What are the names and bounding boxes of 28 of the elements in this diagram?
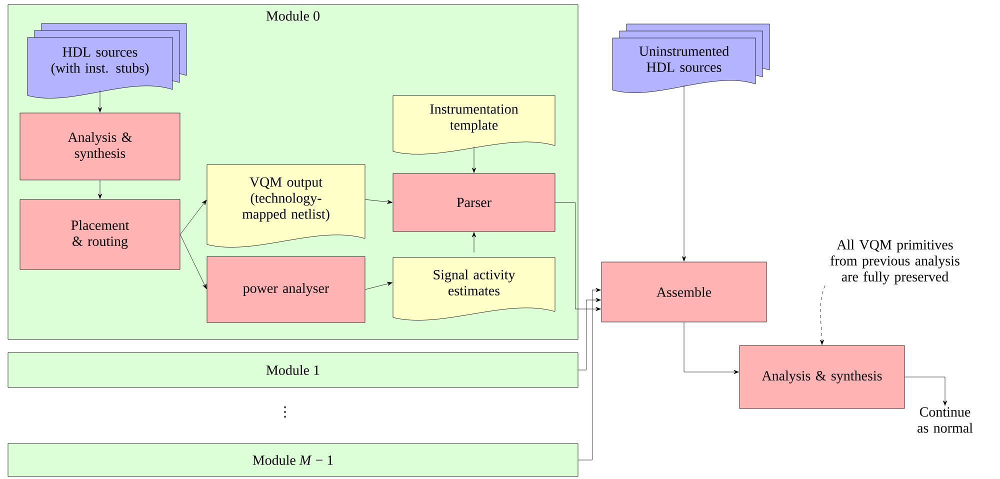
arrow	[578, 298, 601, 370]
document-stack: HDL sources (with inst. stubs)	[27, 23, 187, 98]
process-box: power analyser	[206, 256, 366, 323]
process-box: Assemble	[601, 262, 767, 322]
arrow	[365, 282, 392, 290]
arrow	[98, 90, 102, 112]
arrow	[578, 288, 601, 460]
note-text: Continue as normal	[918, 407, 973, 433]
arrow	[682, 85, 686, 262]
document-stack: Uninstrumented HDL sources	[612, 24, 770, 93]
arrow	[472, 232, 476, 252]
arrow	[820, 285, 826, 345]
arrow	[98, 180, 102, 199]
arrow	[365, 199, 392, 204]
arrow	[555, 202, 601, 311]
arrow	[684, 322, 739, 374]
ellipsis-mark: ⋮	[284, 406, 286, 418]
process-box: Placement & routing	[20, 199, 180, 270]
process-box: Analysis & synthesis	[20, 112, 180, 180]
process-box: Analysis & synthesis	[739, 345, 905, 409]
process-box: Parser	[392, 173, 556, 232]
module-box: Module M − 1	[8, 443, 578, 477]
arrow	[180, 234, 207, 290]
module-box: Module 1	[8, 352, 578, 388]
arrow	[904, 376, 948, 406]
arrow	[472, 146, 476, 173]
note-text: All VQM primitives from previous analysis are fully preserved	[830, 240, 960, 284]
arrow	[180, 200, 207, 235]
